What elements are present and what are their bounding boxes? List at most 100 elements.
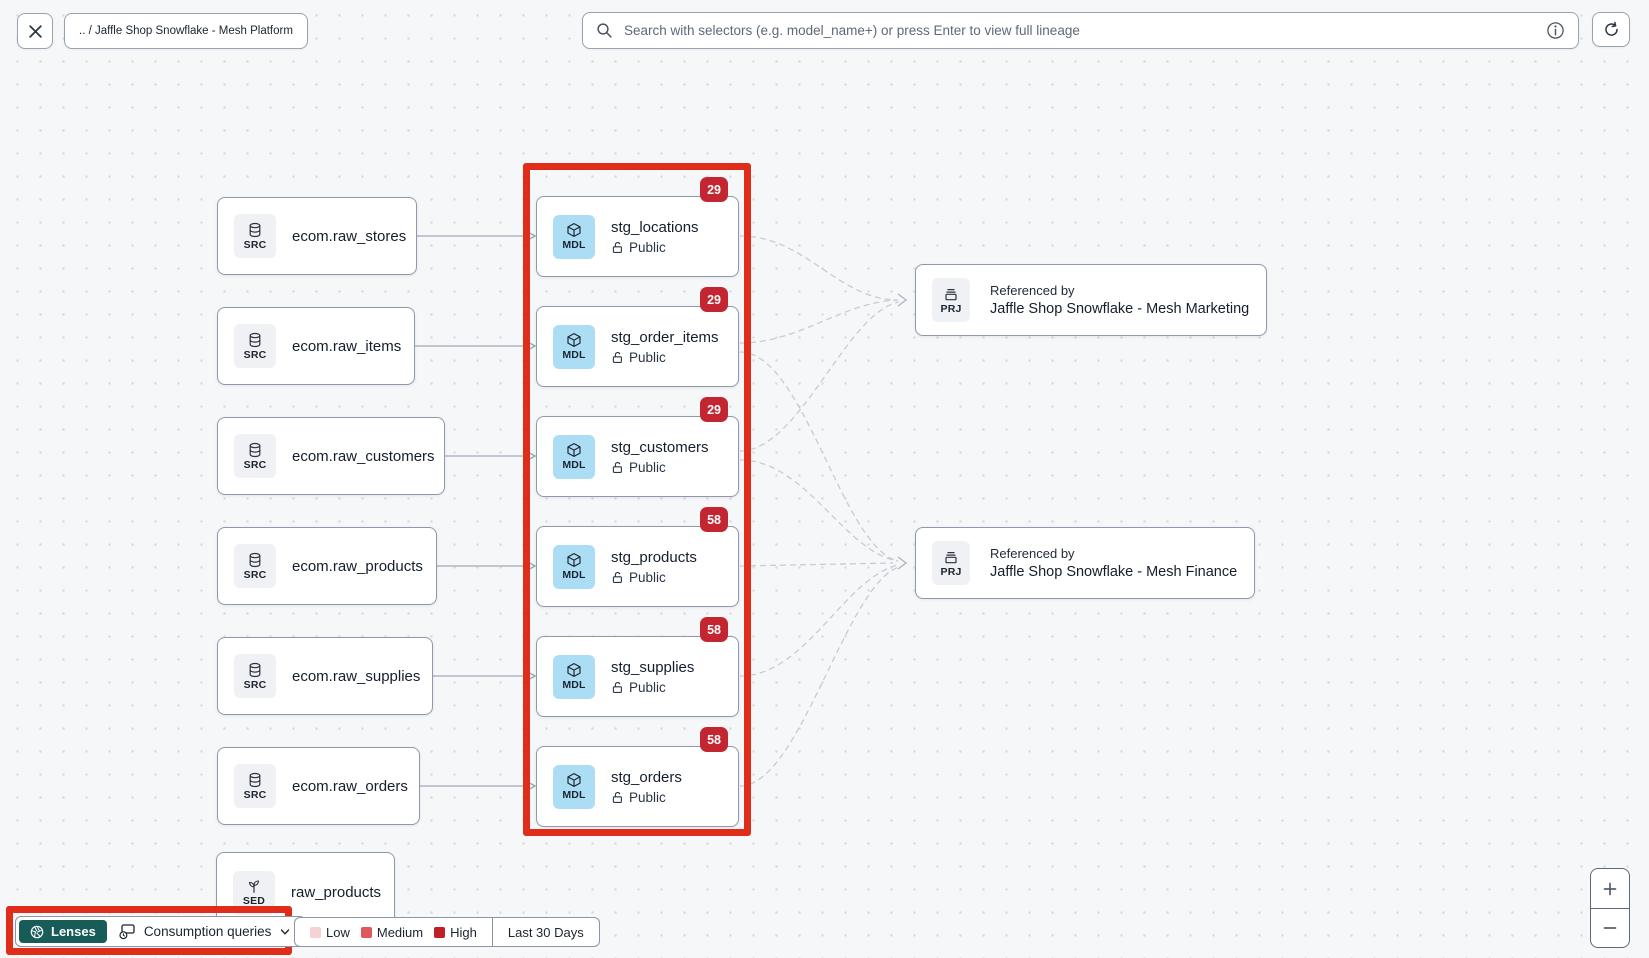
node-model-stg-supplies[interactable]: 58 MDL stg_supplies Public xyxy=(536,617,739,717)
legend-divider xyxy=(491,918,493,946)
node-model-stg-products[interactable]: 58 MDL stg_products Public xyxy=(536,507,739,607)
model-icon-box: MDL xyxy=(553,544,595,589)
legend-period: Last 30 Days xyxy=(507,924,584,940)
database-icon xyxy=(249,332,261,347)
node-type-label: SRC xyxy=(243,458,267,471)
node-type-label: SRC xyxy=(243,788,267,801)
model-icon-box: MDL xyxy=(553,434,595,479)
node-model-stg-locations[interactable]: 29 MDL stg_locations Public xyxy=(536,177,739,277)
node-source-raw-stores[interactable]: SRC ecom.raw_stores xyxy=(217,197,417,275)
source-icon-box: SRC xyxy=(234,544,276,588)
node-title: ecom.raw_products xyxy=(292,557,423,575)
legend-item-medium: Medium xyxy=(360,925,423,940)
seedling-icon xyxy=(249,880,259,893)
node-title: stg_order_items xyxy=(611,328,719,346)
model-icon-box: MDL xyxy=(553,324,595,369)
dashed-edge-arrowheads xyxy=(897,293,908,570)
legend-item-high: High xyxy=(434,925,477,940)
node-model-stg-customers[interactable]: 29 MDL stg_customers Public xyxy=(536,397,739,497)
close-button[interactable] xyxy=(17,13,53,49)
lock-open-icon xyxy=(612,461,622,473)
node-model-stg-orders[interactable]: 58 MDL stg_orders Public xyxy=(536,727,739,827)
aperture-icon xyxy=(30,925,44,938)
source-icon-box: SRC xyxy=(234,214,276,258)
lens-selector[interactable]: Consumption queries xyxy=(107,920,303,943)
cube-icon xyxy=(567,553,581,567)
project-title: Jaffle Shop Snowflake - Mesh Marketing xyxy=(990,301,1250,317)
lenses-button-label: Lenses xyxy=(51,924,96,939)
source-icon-box: SRC xyxy=(234,764,276,808)
node-type-label: MDL xyxy=(562,569,586,581)
node-type-label: SRC xyxy=(243,238,267,251)
source-icon-box: SRC xyxy=(234,654,276,698)
consumption-count-badge: 58 xyxy=(700,617,728,642)
lock-open-icon xyxy=(612,351,622,363)
node-type-label: MDL xyxy=(562,239,586,251)
referenced-by-caption: Referenced by xyxy=(990,546,1075,561)
cube-icon xyxy=(567,773,581,787)
node-source-raw-supplies[interactable]: SRC ecom.raw_supplies xyxy=(217,637,433,715)
search-icon xyxy=(597,23,612,38)
archive-icon xyxy=(945,288,957,300)
chevron-down-icon xyxy=(281,928,290,934)
zoom-out-button[interactable] xyxy=(1591,908,1629,947)
node-source-raw-customers[interactable]: SRC ecom.raw_customers xyxy=(217,417,445,495)
refresh-button[interactable] xyxy=(1592,12,1630,47)
database-icon xyxy=(249,222,261,237)
referenced-by-caption: Referenced by xyxy=(990,283,1075,298)
model-icon-box: MDL xyxy=(553,654,595,699)
minus-icon xyxy=(1603,927,1617,929)
database-icon xyxy=(249,772,261,787)
model-icon-box: MDL xyxy=(553,214,595,259)
consumption-count-badge: 58 xyxy=(700,727,728,752)
close-icon xyxy=(28,24,42,38)
node-type-label: SRC xyxy=(243,568,267,581)
consumption-count-badge: 29 xyxy=(700,287,728,312)
legend-swatch-low xyxy=(310,926,321,938)
access-label: Public xyxy=(629,569,666,585)
node-source-raw-orders[interactable]: SRC ecom.raw_orders xyxy=(217,747,420,825)
lens-control: Lenses Consumption queries xyxy=(15,916,307,947)
project-icon-box: PRJ xyxy=(932,278,970,322)
lock-open-icon xyxy=(612,241,622,253)
legend-swatch-high xyxy=(434,926,446,938)
node-project-mesh-finance[interactable]: PRJ Referenced by Jaffle Shop Snowflake … xyxy=(915,527,1255,599)
node-type-label: PRJ xyxy=(940,302,962,315)
breadcrumb[interactable]: .. / Jaffle Shop Snowflake - Mesh Platfo… xyxy=(64,13,308,49)
database-icon xyxy=(249,442,261,457)
search-bar[interactable] xyxy=(582,12,1579,49)
cube-icon xyxy=(567,443,581,457)
project-icon-box: PRJ xyxy=(932,541,970,585)
consumption-count-badge: 58 xyxy=(700,507,728,532)
zoom-in-button[interactable] xyxy=(1591,869,1629,908)
access-label: Public xyxy=(629,459,666,475)
search-input[interactable] xyxy=(622,22,1537,39)
node-project-mesh-marketing[interactable]: PRJ Referenced by Jaffle Shop Snowflake … xyxy=(915,264,1267,336)
legend-label: Low xyxy=(326,924,350,940)
seed-icon-box: SED xyxy=(233,870,275,915)
project-title: Jaffle Shop Snowflake - Mesh Finance xyxy=(990,564,1238,580)
lens-selected-label: Consumption queries xyxy=(143,924,272,939)
info-icon[interactable] xyxy=(1546,21,1565,40)
refresh-icon xyxy=(1604,21,1618,36)
node-type-label: SRC xyxy=(243,678,267,691)
legend-items: Low Medium High xyxy=(295,918,492,946)
lock-open-icon xyxy=(612,791,622,803)
node-type-label: MDL xyxy=(562,679,586,691)
node-title: ecom.raw_orders xyxy=(292,777,408,795)
node-source-raw-products[interactable]: SRC ecom.raw_products xyxy=(217,527,437,605)
lock-open-icon xyxy=(612,571,622,583)
access-label: Public xyxy=(629,349,666,365)
node-source-raw-items[interactable]: SRC ecom.raw_items xyxy=(217,307,415,385)
database-icon xyxy=(249,662,261,677)
database-icon xyxy=(249,552,261,567)
consumption-count-badge: 29 xyxy=(700,177,728,202)
node-type-label: MDL xyxy=(562,459,586,471)
lenses-button[interactable]: Lenses xyxy=(19,920,107,943)
node-model-stg-order-items[interactable]: 29 MDL stg_order_items Public xyxy=(536,287,739,387)
dashed-edges xyxy=(739,235,900,787)
access-label: Public xyxy=(629,679,666,695)
node-title: ecom.raw_stores xyxy=(292,227,407,245)
lock-open-icon xyxy=(612,681,622,693)
